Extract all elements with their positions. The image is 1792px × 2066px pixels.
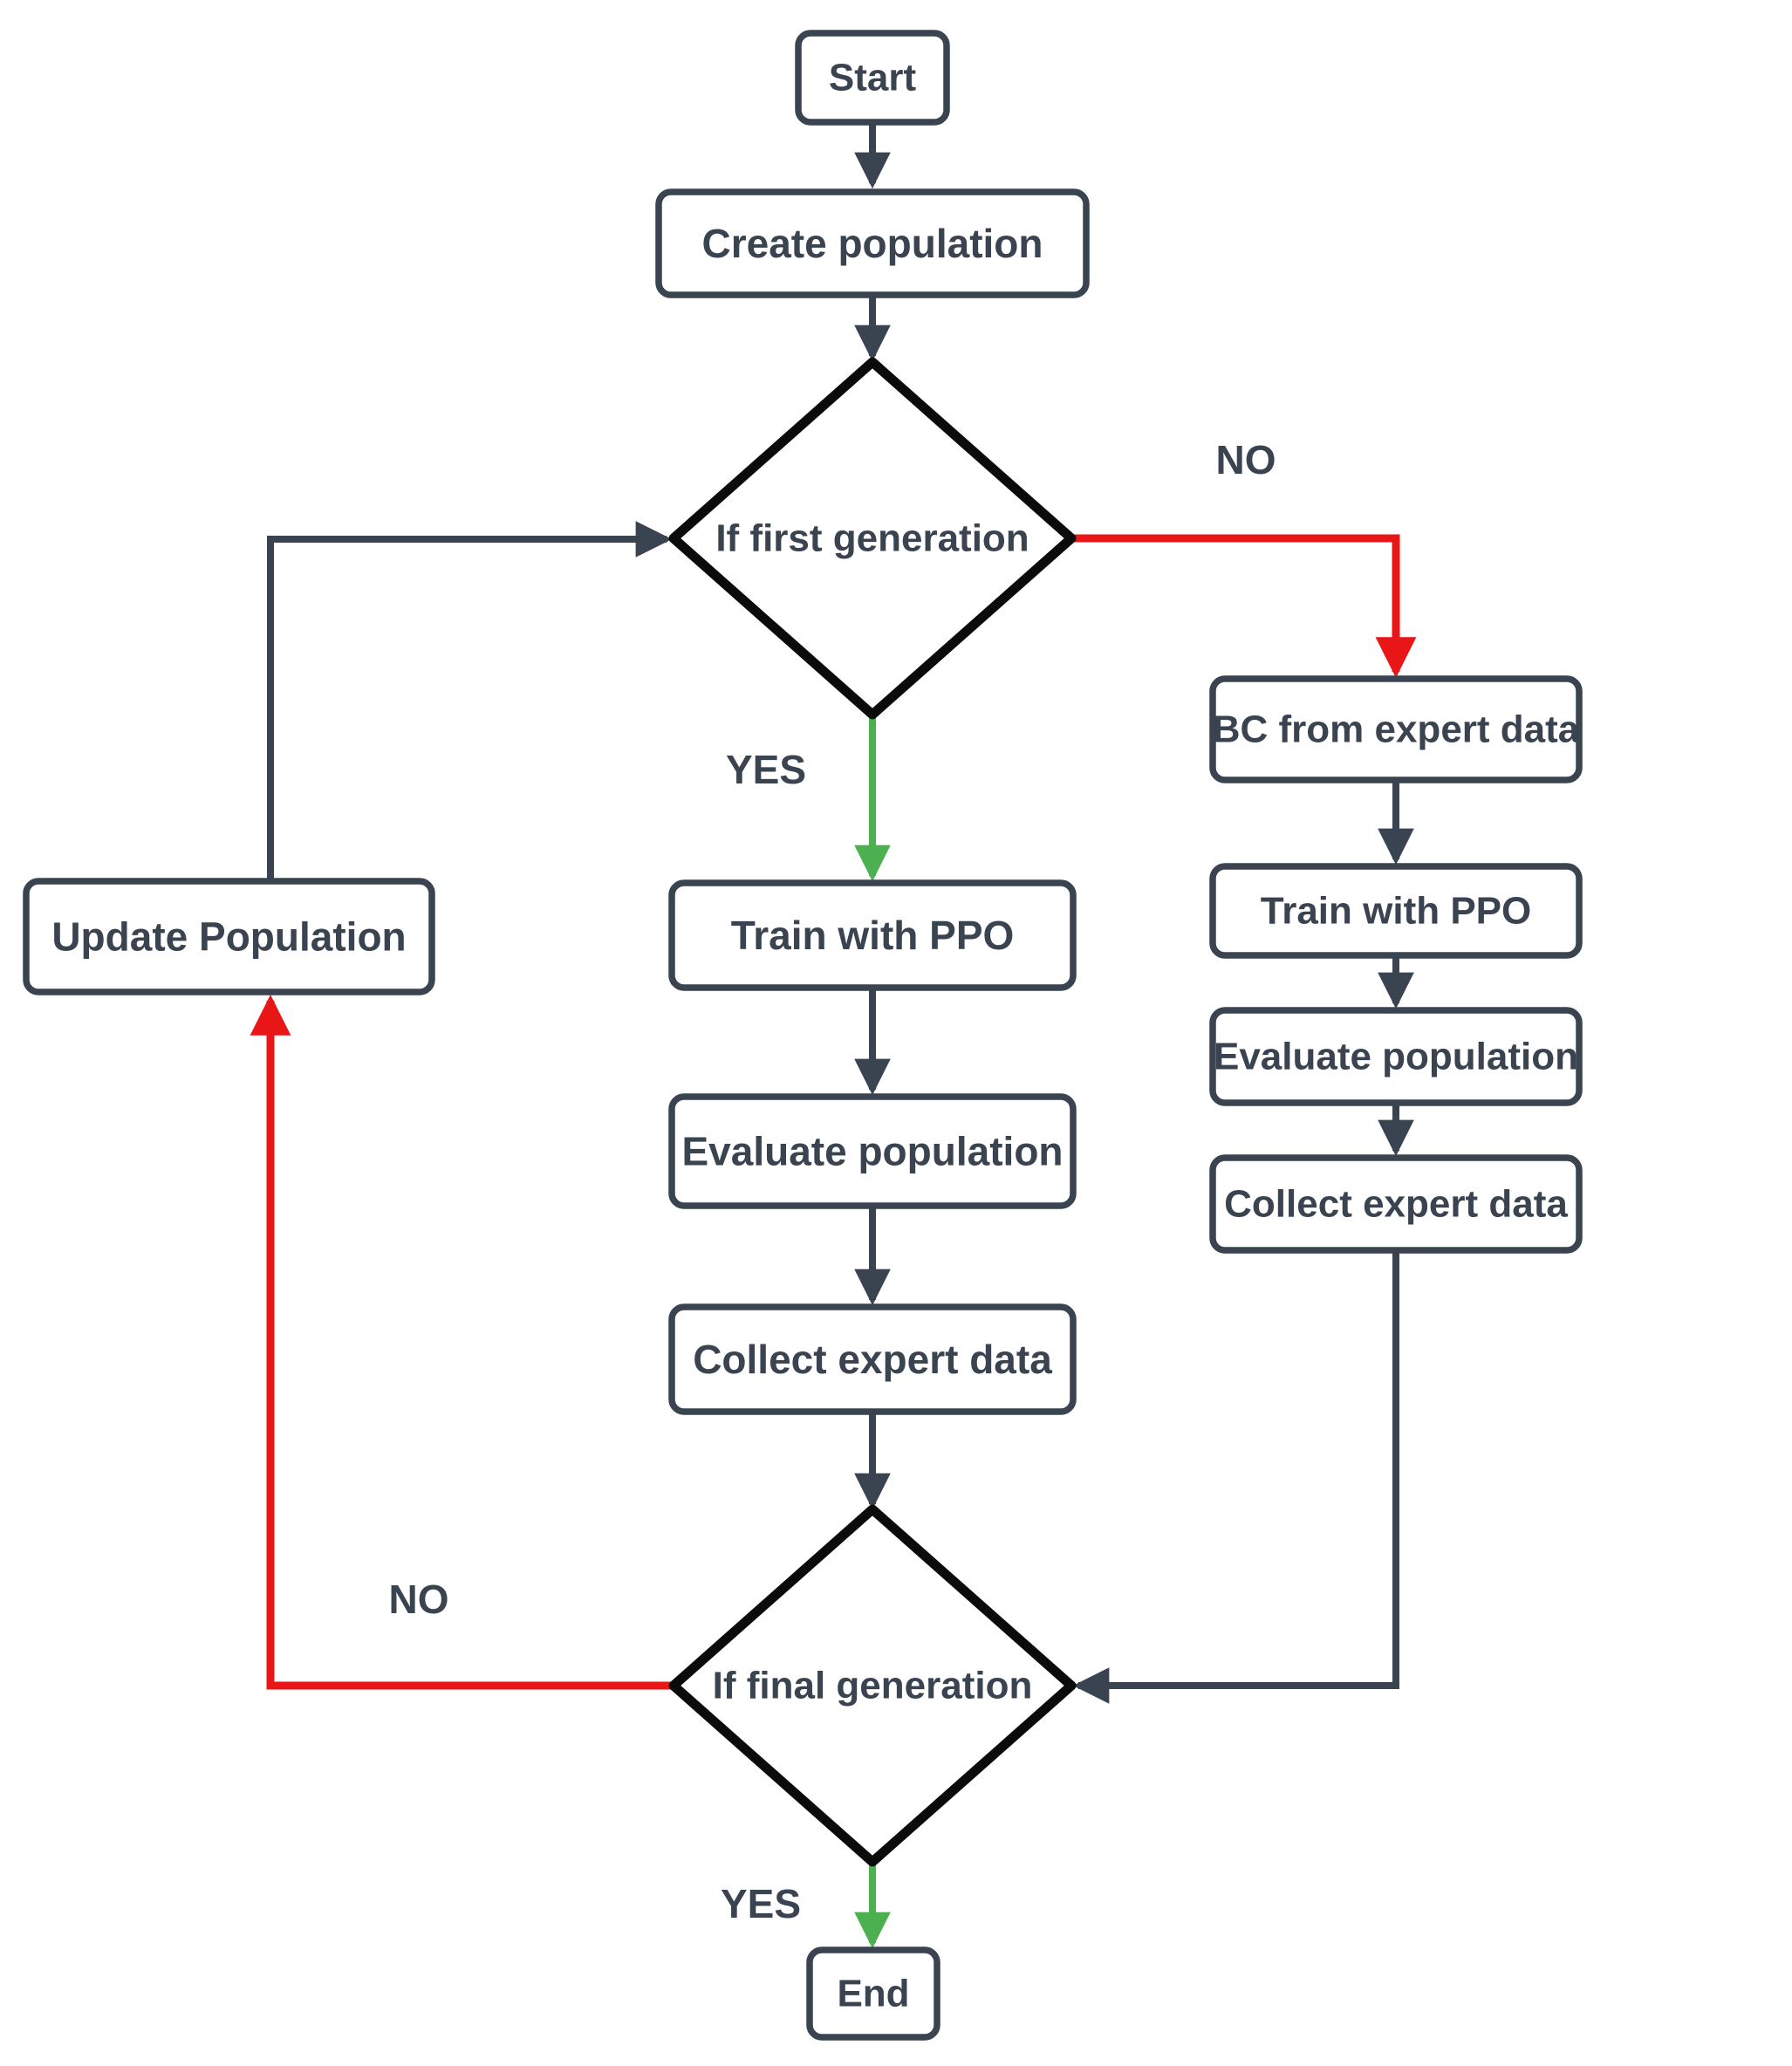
if-final-generation-shape xyxy=(668,1504,1077,1867)
node-evaluate-population-main: Evaluate population xyxy=(668,1093,1077,1209)
edge-if-first-yes-to-train: YES xyxy=(726,715,891,882)
edge-line-update-to-if-first xyxy=(267,521,673,881)
node-train-with-ppo-right: Train with PPO xyxy=(1209,863,1583,959)
train-with-ppo-right-label: Train with PPO xyxy=(1261,890,1532,933)
bc-from-expert-data-label: BC from expert data xyxy=(1213,708,1580,751)
edge-if-first-no-to-bc: NO xyxy=(1071,437,1417,679)
node-update-population: Update Population xyxy=(23,878,435,995)
node-train-with-ppo-main: Train with PPO xyxy=(668,879,1077,991)
end-shape xyxy=(806,1946,940,2041)
update-population-shape xyxy=(23,878,435,995)
edge-label-if-final-yes-to-end: YES xyxy=(721,1881,801,1926)
node-bc-from-expert-data: BC from expert data xyxy=(1209,675,1583,783)
node-collect-expert-data-right: Collect expert data xyxy=(1209,1154,1583,1254)
edge-line-if-final-no-to-update xyxy=(250,994,674,1690)
edge-label-if-first-yes-to-train: YES xyxy=(726,747,806,792)
create-population-label: Create population xyxy=(701,221,1043,266)
node-collect-expert-data-main: Collect expert data xyxy=(668,1303,1077,1415)
edge-update-to-if-first xyxy=(267,521,673,881)
node-evaluate-population-right: Evaluate population xyxy=(1209,1007,1583,1106)
collect-expert-data-main-label: Collect expert data xyxy=(693,1337,1052,1382)
collect-expert-data-right-label: Collect expert data xyxy=(1224,1183,1568,1226)
train-with-ppo-right-shape xyxy=(1209,863,1583,959)
evaluate-population-main-shape xyxy=(668,1093,1077,1209)
edge-label-if-first-no-to-bc: NO xyxy=(1216,437,1276,482)
node-create-population: Create population xyxy=(655,188,1090,298)
train-with-ppo-main-shape xyxy=(668,879,1077,991)
update-population-label: Update Population xyxy=(51,914,406,960)
edge-line-collect-right-to-if-final xyxy=(1072,1250,1399,1704)
create-population-shape xyxy=(655,188,1090,298)
evaluate-population-right-shape xyxy=(1209,1007,1583,1106)
edge-label-if-final-no-to-update: NO xyxy=(389,1577,449,1622)
edge-if-final-no-to-update: NO xyxy=(250,994,674,1690)
edge-line-if-first-no-to-bc xyxy=(1071,534,1417,679)
collect-expert-data-right-shape xyxy=(1209,1154,1583,1254)
start-label: Start xyxy=(829,57,917,99)
train-with-ppo-main-label: Train with PPO xyxy=(731,913,1015,958)
evaluate-population-right-label: Evaluate population xyxy=(1214,1036,1578,1078)
evaluate-population-main-label: Evaluate population xyxy=(681,1129,1063,1174)
node-if-final-generation: If final generation xyxy=(668,1504,1077,1867)
node-if-first-generation: If first generation xyxy=(668,357,1077,720)
if-first-generation-label: If first generation xyxy=(715,517,1029,560)
collect-expert-data-main-shape xyxy=(668,1303,1077,1415)
if-final-generation-label: If final generation xyxy=(713,1665,1033,1707)
node-start: Start xyxy=(795,30,950,126)
if-first-generation-shape xyxy=(668,357,1077,720)
start-shape xyxy=(795,30,950,126)
node-end: End xyxy=(806,1946,940,2041)
bc-from-expert-data-shape xyxy=(1209,675,1583,783)
edge-collect-right-to-if-final xyxy=(1072,1250,1399,1704)
edge-if-final-yes-to-end: YES xyxy=(721,1862,891,1949)
end-label: End xyxy=(837,1973,909,2015)
